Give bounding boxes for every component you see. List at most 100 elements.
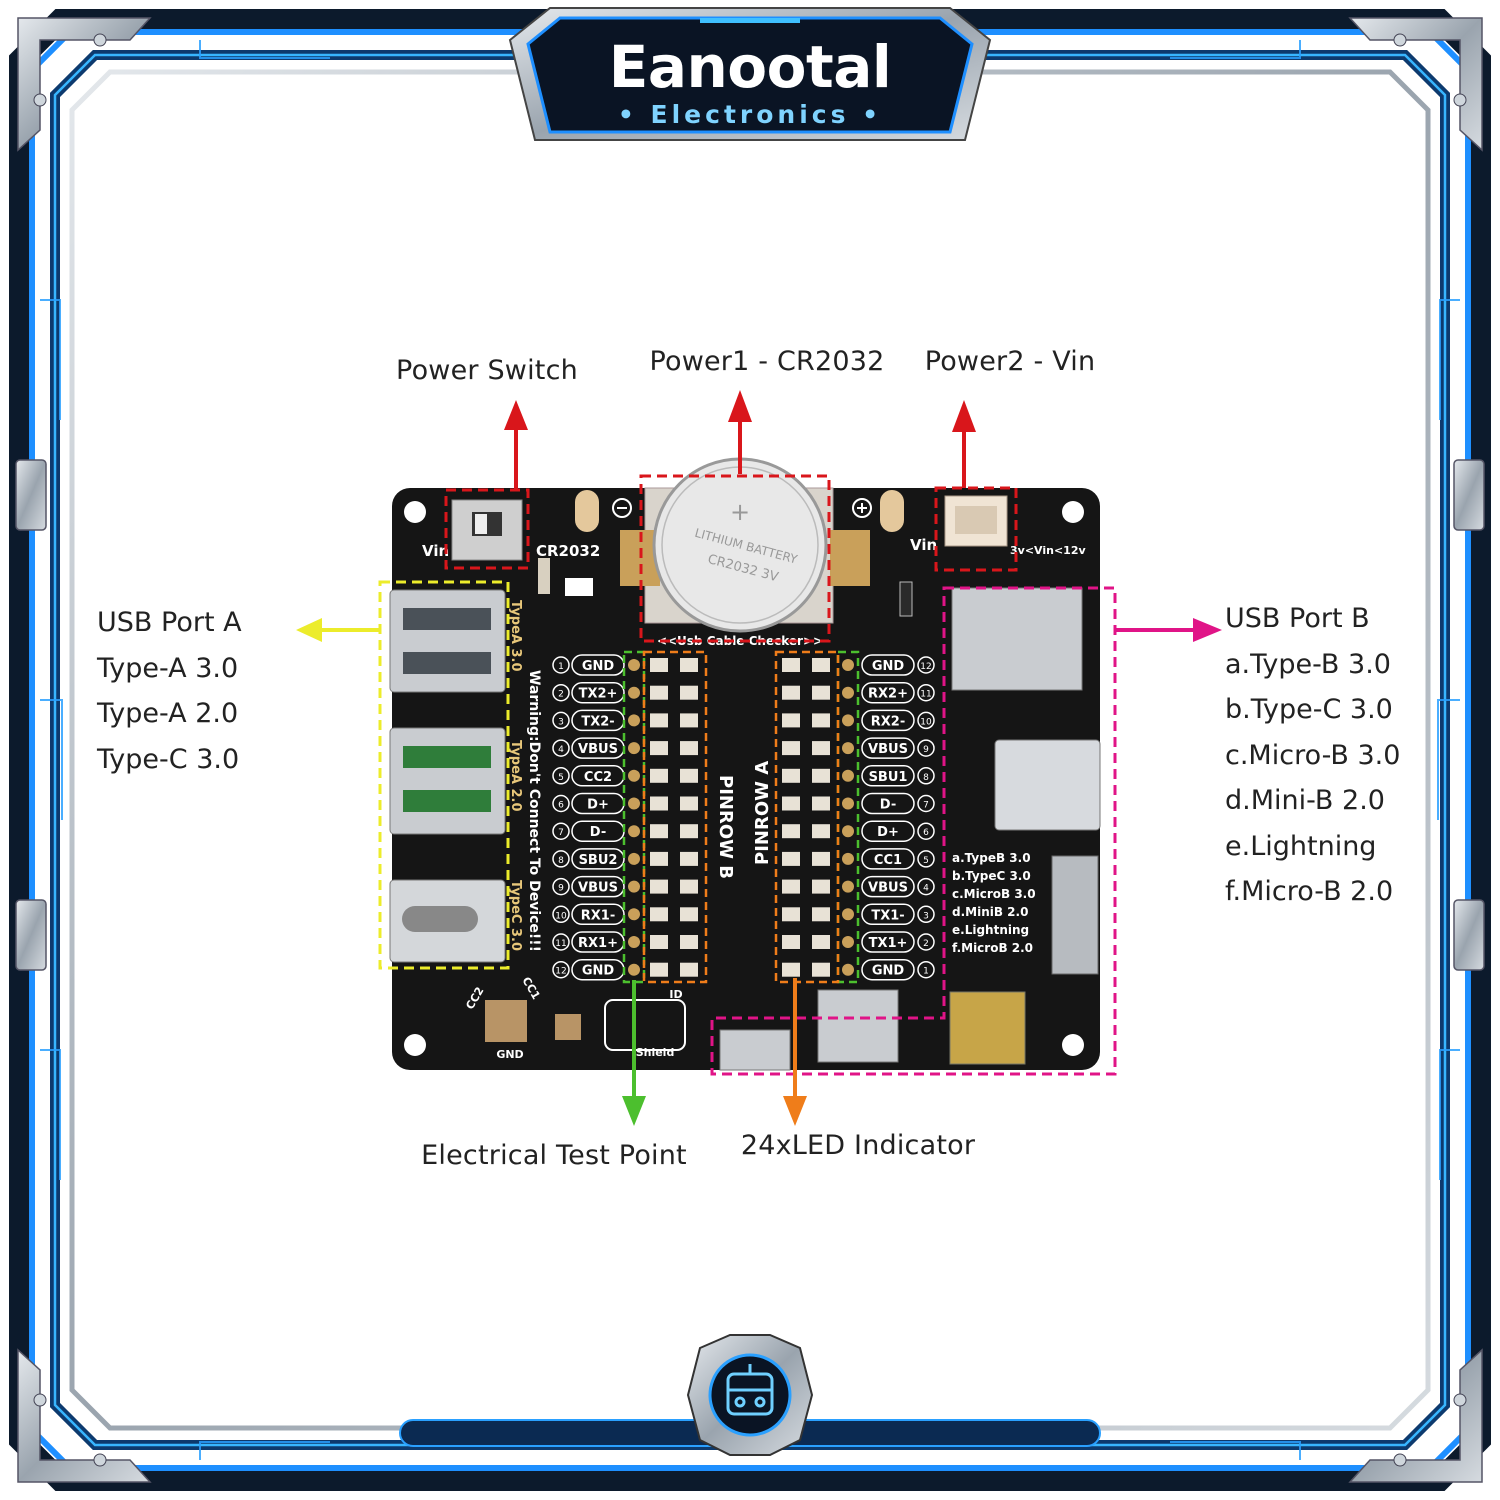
robot-emblem-icon <box>726 1364 774 1416</box>
led <box>812 713 830 728</box>
silk-vin-right: Vin <box>910 536 937 554</box>
pin-label-right: TX1+ <box>869 936 908 951</box>
test-point <box>842 936 854 948</box>
silk-cr2032: CR2032 <box>536 542 600 560</box>
pin-number: 6 <box>558 801 564 811</box>
port-b-highlight <box>710 586 1117 1076</box>
power-switch-highlight <box>444 488 530 570</box>
test-point <box>628 825 640 838</box>
port-a-title: USB Port A <box>97 607 242 638</box>
pin-label-box <box>861 931 915 953</box>
pin-label-box <box>861 765 915 787</box>
port-a-silk-label: TypeC 3.0 <box>508 880 523 951</box>
pin-number-badge <box>917 933 935 951</box>
pin-label-box <box>571 903 625 926</box>
led <box>782 907 800 922</box>
pin-number-badge <box>552 850 570 868</box>
port-b-silk-label: a.TypeB 3.0 <box>952 851 1031 865</box>
pin-label-right: VBUS <box>868 881 908 896</box>
pin-label-right: VBUS <box>868 742 908 757</box>
pin-number-badge <box>552 767 570 785</box>
pin-number-badge <box>917 822 935 840</box>
power-switch[interactable] <box>451 499 523 561</box>
port-b-silk-label: d.MiniB 2.0 <box>952 905 1028 919</box>
pin-number-badge <box>552 877 570 896</box>
port-b-item: d.Mini-B 2.0 <box>1225 785 1385 816</box>
pin-number-badge <box>917 767 935 785</box>
port-b-silk: a.TypeB 3.0b.TypeC 3.0c.MicroB 3.0d.Mini… <box>952 851 1036 955</box>
usb-port-b-sockets <box>719 587 1101 1071</box>
led <box>782 713 800 728</box>
pin-label-box <box>571 654 625 676</box>
led <box>812 907 830 922</box>
led <box>812 685 830 700</box>
port-b-silk-label: f.MicroB 2.0 <box>952 941 1033 955</box>
led <box>680 713 698 728</box>
pin-label-right: CC1 <box>874 853 902 868</box>
pin-number-badge <box>552 683 570 702</box>
pin-number: 3 <box>558 717 564 727</box>
pin-number: 5 <box>558 773 564 783</box>
pin-number: 6 <box>923 828 929 838</box>
pin-number: 5 <box>923 856 929 866</box>
pin-label-right: D+ <box>877 825 899 840</box>
pin-label-box <box>861 958 915 981</box>
pin-label-left: D- <box>590 825 606 840</box>
led <box>782 935 800 949</box>
led <box>650 685 668 700</box>
led <box>782 741 800 756</box>
led <box>650 824 668 839</box>
pin-number-badge <box>917 656 935 674</box>
led <box>812 962 830 977</box>
pin-number-badge <box>917 739 935 757</box>
pin-number: 12 <box>555 967 566 977</box>
pin-label-left: TX2+ <box>579 687 618 702</box>
pin-label-box <box>861 681 915 704</box>
pin-label-left: RX1+ <box>578 936 618 951</box>
usb-port-a-sockets <box>389 589 506 963</box>
pin-number-badge <box>552 739 570 757</box>
led-highlight <box>774 650 840 984</box>
port-b-item: f.Micro-B 2.0 <box>1225 876 1394 907</box>
pin-number-badge <box>552 933 570 951</box>
pin-number: 2 <box>558 690 564 700</box>
test-point <box>628 742 640 755</box>
test-point <box>842 797 854 810</box>
led <box>782 824 800 839</box>
svg-text:+: + <box>730 498 750 526</box>
led <box>812 879 830 894</box>
pin-number-badge <box>552 656 570 674</box>
pin-number: 1 <box>558 662 564 672</box>
pin-number: 7 <box>558 828 564 838</box>
pin-label-left: VBUS <box>578 881 618 896</box>
pin-label-box <box>861 848 915 870</box>
pin-label-left: GND <box>582 964 615 979</box>
port-a-list: USB Port A Type-A 3.0 Type-A 2.0 Type-C … <box>97 600 242 782</box>
pin-number: 1 <box>923 967 929 977</box>
test-point <box>842 742 854 755</box>
brand-name: Eanootal <box>608 33 892 101</box>
led <box>812 796 830 811</box>
pin-number-badge <box>552 711 570 730</box>
test-point <box>842 963 854 976</box>
led <box>680 768 698 783</box>
port-b-silk-label: e.Lightning <box>952 923 1029 937</box>
led <box>650 713 668 728</box>
port-b-item: b.Type-C 3.0 <box>1225 694 1393 725</box>
pin-number: 4 <box>923 884 929 894</box>
led <box>650 962 668 977</box>
pin-label-box <box>861 709 915 732</box>
led <box>812 851 830 866</box>
led <box>650 907 668 922</box>
pin-number: 7 <box>923 801 929 811</box>
pin-number-badge <box>552 822 570 840</box>
port-a-silk-label: TypeA 2.0 <box>508 740 523 812</box>
port-b-item: c.Micro-B 3.0 <box>1225 739 1401 771</box>
pin-number-badge <box>917 850 935 868</box>
led <box>680 741 698 756</box>
pin-label-right: GND <box>872 659 905 674</box>
test-point <box>628 714 640 727</box>
